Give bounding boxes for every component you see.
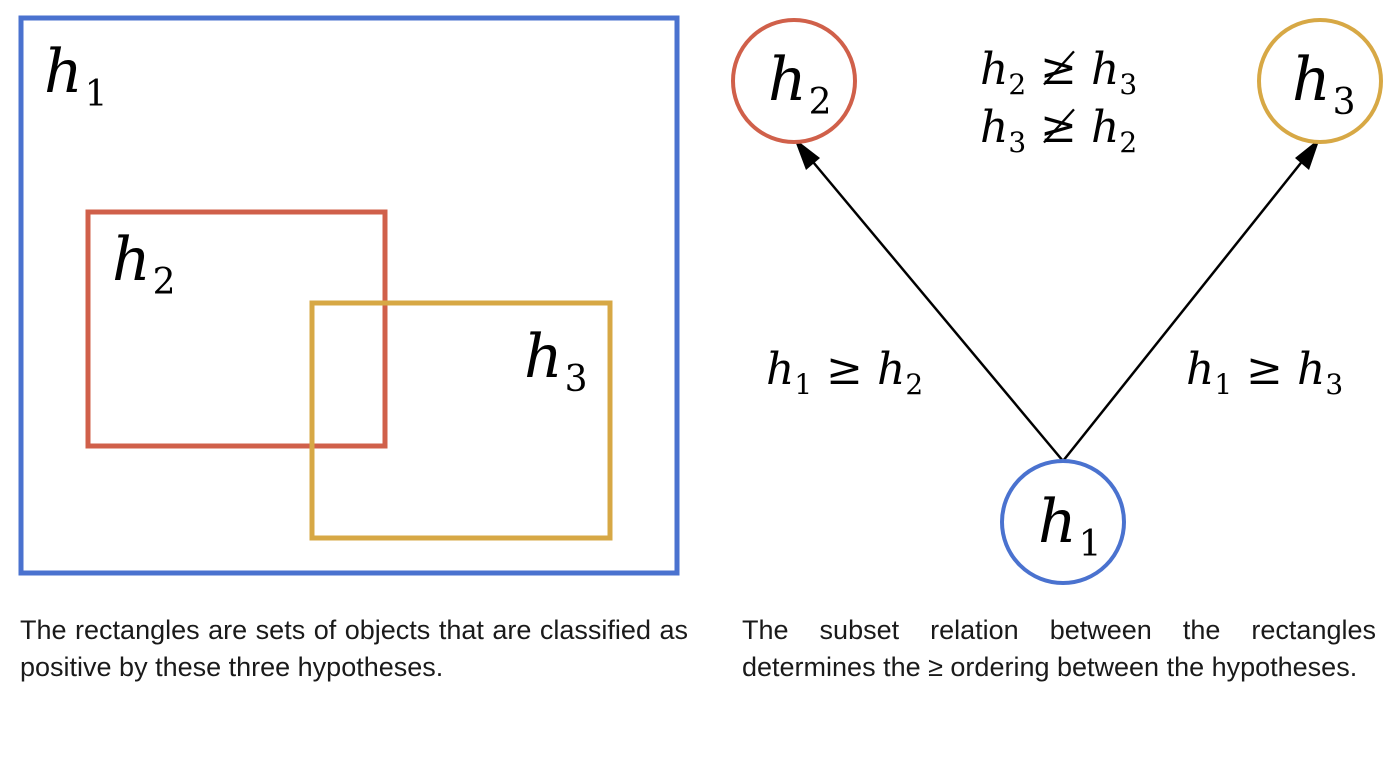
arrowhead-h2 — [794, 138, 820, 170]
relation-h2-h3: h2≱h3 — [980, 44, 1137, 101]
edge-label-h1-h2: h1≥h2 — [766, 344, 923, 401]
edge-h1-h2 — [797, 143, 1064, 462]
edge-label-h1-h3: h1≥h3 — [1186, 344, 1343, 401]
node-h1 — [1000, 459, 1126, 585]
rectangle-h3-label: h3 — [524, 322, 588, 400]
relation-h3-h2: h3≱h2 — [980, 102, 1137, 159]
caption-left: The rectangles are sets of objects that … — [20, 615, 688, 682]
hypothesis-diagram: h1 h2 h3 h2 h3 h1 h1≥h2 h1≥h3 h2≱h3 h3≱h… — [18, 15, 1383, 585]
node-h2 — [731, 18, 857, 144]
rectangle-h2-label: h2 — [112, 225, 176, 303]
rectangle-h2 — [85, 209, 388, 449]
node-h3-label: h3 — [1292, 45, 1356, 123]
node-h3 — [1257, 18, 1383, 144]
edge-h1-h3 — [1062, 143, 1317, 462]
node-h1-label: h1 — [1038, 487, 1102, 565]
arrowhead-h3 — [1295, 138, 1320, 170]
node-h2-label: h2 — [768, 45, 832, 123]
rectangle-h3 — [309, 300, 613, 541]
rectangle-h1 — [18, 15, 680, 576]
caption-right: The subset relation between the rectangl… — [742, 615, 1376, 682]
rectangle-h1-label: h1 — [44, 37, 108, 115]
